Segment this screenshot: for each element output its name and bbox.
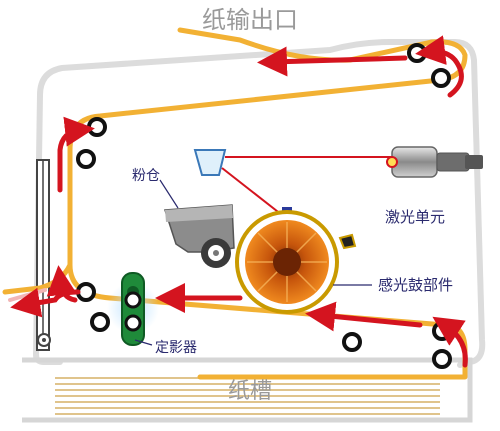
roller: [432, 349, 452, 369]
label-drum-unit: 感光鼓部件: [378, 276, 453, 294]
roller: [342, 332, 362, 352]
label-laser-unit: 激光单元: [385, 208, 445, 226]
toner-hopper: [163, 204, 235, 268]
arrow-to-drum: [305, 301, 423, 332]
exit-guide: [36, 159, 51, 351]
leader-lines: [134, 179, 372, 346]
label-paper-output: 纸输出口: [202, 6, 298, 34]
paper-path-feed: [197, 347, 468, 380]
label-paper-tray: 纸槽: [228, 379, 272, 404]
drum-unit: [235, 207, 357, 314]
flow-arrows: [10, 35, 468, 368]
paper-stack: [55, 377, 440, 415]
arrow-exit: [10, 287, 81, 318]
paper-tray: [22, 357, 473, 423]
roller: [431, 68, 451, 88]
label-toner-hopper: 粉仓: [132, 168, 160, 184]
mirror: [193, 149, 227, 176]
roller: [76, 149, 96, 169]
laser-beam: [221, 156, 395, 216]
roller: [90, 312, 110, 332]
fuser: [107, 272, 159, 346]
arrow-left-up: [57, 116, 95, 193]
roller: [407, 43, 427, 63]
roller: [87, 117, 107, 137]
arrow-output: [257, 46, 408, 77]
arrow-feed-curve: [432, 316, 468, 368]
laser-unit: [386, 146, 483, 178]
label-fuser: 定影器: [155, 340, 197, 356]
arrow-output-curve: [415, 35, 464, 98]
